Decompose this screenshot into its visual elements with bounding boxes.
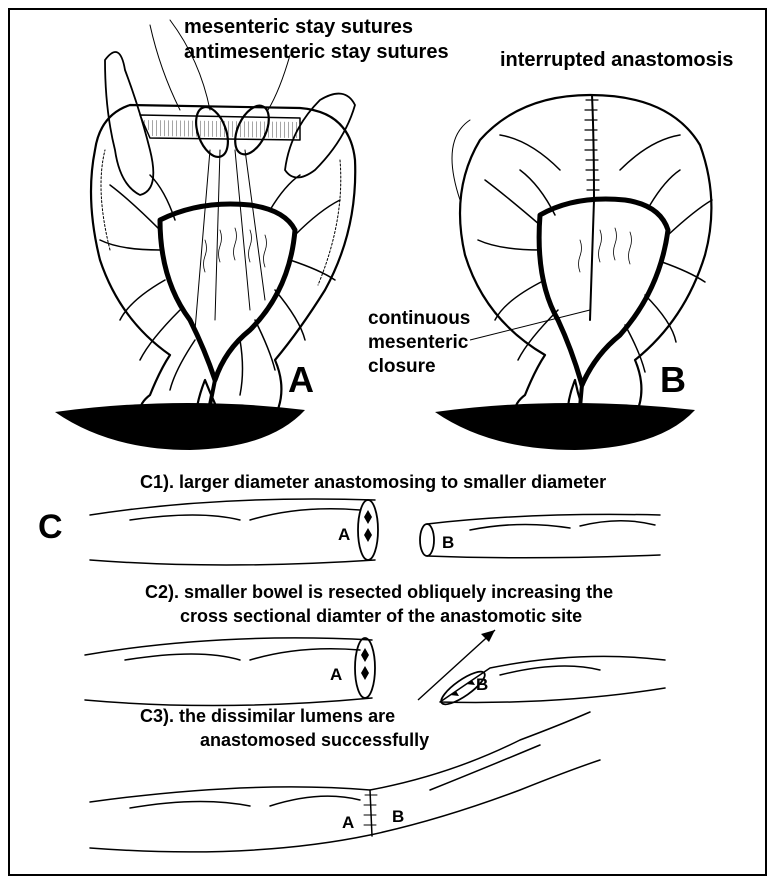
caption-c2-line1: C2). smaller bowel is resected obliquely… [145, 582, 613, 602]
c3-end-b: B [392, 807, 404, 826]
c2-end-a: A [330, 665, 342, 684]
c3-end-a: A [342, 813, 354, 832]
panel-letter-b: B [660, 359, 686, 400]
label-mesenteric: mesenteric [368, 332, 469, 353]
label-antimesenteric-stay-sutures: antimesenteric stay sutures [184, 41, 449, 63]
c1-end-b: B [442, 533, 454, 552]
c1-end-a: A [338, 525, 350, 544]
label-interrupted-anastomosis: interrupted anastomosis [500, 49, 733, 71]
caption-c3-line2: anastomosed successfully [200, 730, 429, 750]
panel-letter-c: C [38, 508, 63, 546]
label-closure: closure [368, 356, 436, 377]
label-continuous: continuous [368, 308, 470, 329]
caption-c3-line1: C3). the dissimilar lumens are [140, 706, 395, 726]
panel-c-illustration [85, 499, 665, 852]
c2-end-b: B [476, 675, 488, 694]
abdominal-opening-b [435, 403, 695, 450]
panel-letter-a: A [288, 359, 314, 400]
caption-c2-line2: cross sectional diamter of the anastomot… [180, 606, 582, 626]
label-mesenteric-stay-sutures: mesenteric stay sutures [184, 16, 413, 38]
caption-c1: C1). larger diameter anastomosing to sma… [140, 472, 606, 492]
